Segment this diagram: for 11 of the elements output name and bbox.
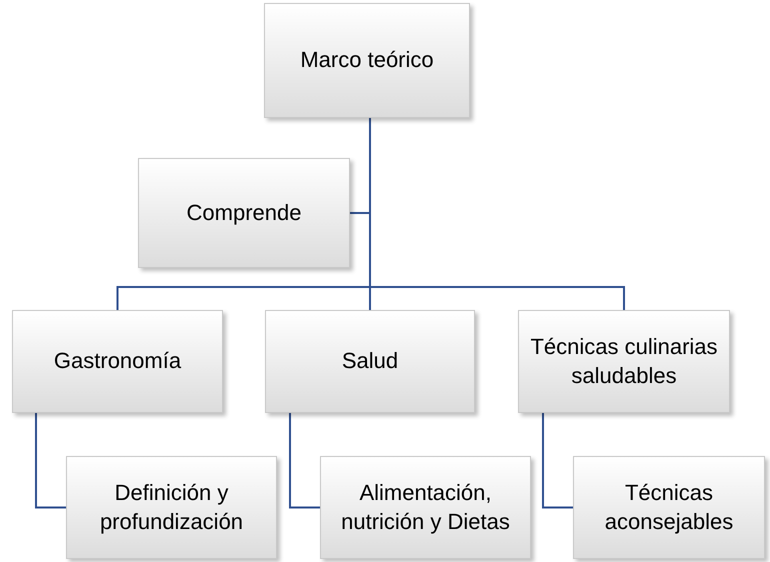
text-box: Comprende xyxy=(138,158,350,268)
connector-line xyxy=(289,413,320,508)
text-box: Gastronomía xyxy=(12,310,223,413)
text-box: Definición y profundización xyxy=(66,456,277,559)
text-box: Alimentación, nutrición y Dietas xyxy=(320,456,531,559)
text-box: Técnicas aconsejables xyxy=(573,456,765,559)
text-box: Marco teórico xyxy=(264,3,470,118)
text-box: Técnicas culinarias saludables xyxy=(518,310,730,413)
text-box: Salud xyxy=(265,310,475,413)
connector-line xyxy=(542,413,573,508)
connector-line xyxy=(35,413,66,508)
